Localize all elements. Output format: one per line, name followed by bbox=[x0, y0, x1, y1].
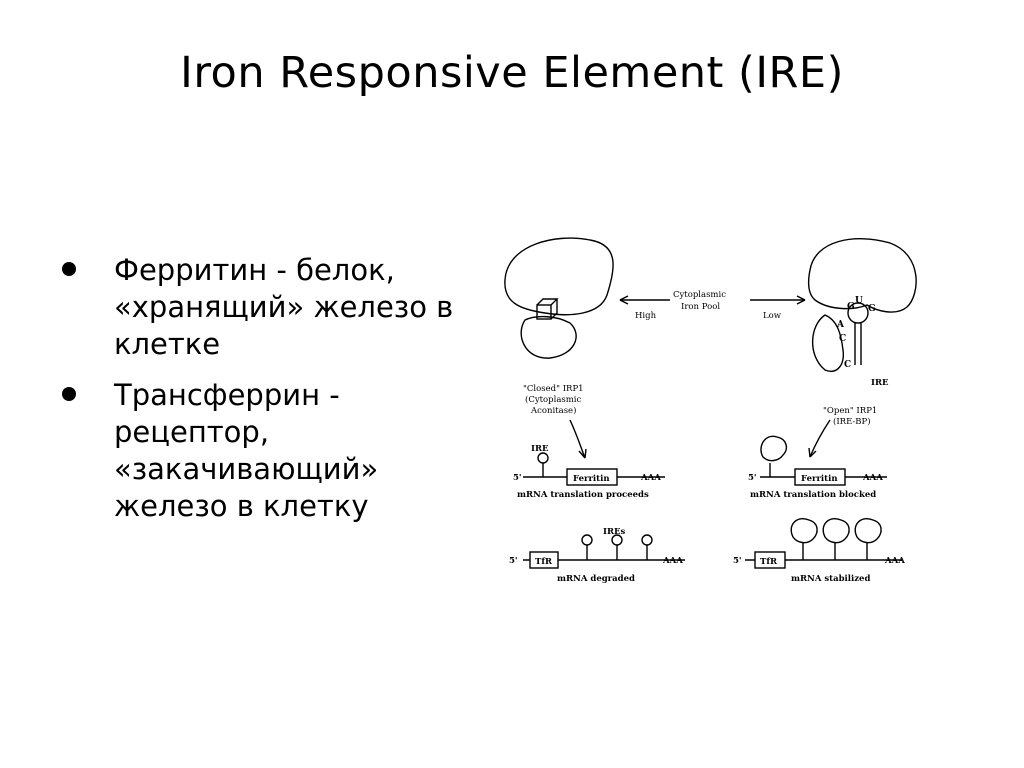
arrow-closed-down bbox=[569, 419, 586, 459]
nucleotide-c: C bbox=[839, 334, 846, 344]
open-irp1-shape bbox=[807, 238, 917, 313]
bullet-item: Ферритин - белок, «хранящий» железо в кл… bbox=[62, 252, 482, 363]
low-label: Low bbox=[763, 311, 782, 321]
open-irp1-label: "Open" IRP1 bbox=[823, 406, 877, 416]
ire-diagram: Cytoplasmic Iron Pool High Low G U G A C… bbox=[495, 225, 925, 590]
ferritin-label: Ferritin bbox=[573, 474, 610, 484]
five-prime-label: 5' bbox=[733, 556, 742, 566]
high-label: High bbox=[635, 311, 657, 321]
bullet-item: Трансферрин - рецептор, «закачивающий» ж… bbox=[62, 377, 482, 525]
iron-cube-icon bbox=[536, 304, 552, 320]
bullet-dot-icon bbox=[62, 262, 76, 276]
five-prime-label: 5' bbox=[748, 473, 757, 483]
ferritin-box-left bbox=[566, 468, 618, 486]
tfr-label: TfR bbox=[760, 557, 778, 567]
nucleotide-g: G bbox=[847, 302, 855, 312]
arrow-open-down bbox=[809, 419, 831, 458]
aaa-label: AAA bbox=[862, 473, 883, 483]
ire-diagram-svg: Cytoplasmic Iron Pool High Low G U G A C… bbox=[504, 237, 917, 584]
bound-irp1-shape bbox=[760, 435, 788, 462]
bullet-dot-icon bbox=[62, 387, 76, 401]
closed-irp1-label: "Closed" IRP1 bbox=[523, 384, 584, 394]
ire-label: IRE bbox=[531, 444, 549, 454]
slide-title: Iron Responsive Element (IRE) bbox=[180, 48, 844, 98]
closed-irp1-label: (Cytoplasmic bbox=[525, 394, 582, 405]
five-prime-label: 5' bbox=[513, 473, 522, 483]
nucleotide-c: C bbox=[844, 360, 851, 370]
pool-label: Iron Pool bbox=[681, 302, 720, 312]
open-irp1-lobe bbox=[811, 314, 844, 372]
nucleotide-g: G bbox=[868, 304, 876, 314]
tfr-box-left bbox=[529, 551, 559, 569]
bullet-list: Ферритин - белок, «хранящий» железо в кл… bbox=[62, 252, 482, 539]
aaa-label: AAA bbox=[640, 473, 661, 483]
nucleotide-a: A bbox=[836, 320, 845, 330]
translation-blocked-label: mRNA translation blocked bbox=[750, 490, 876, 500]
ferritin-label: Ferritin bbox=[801, 474, 838, 484]
ires-label: IREs bbox=[603, 527, 626, 537]
ire-stem-loop bbox=[854, 322, 862, 365]
bullet-text: Трансферрин - рецептор, «закачивающий» ж… bbox=[114, 378, 379, 523]
ire-label: IRE bbox=[871, 378, 889, 388]
closed-irp1-label: Aconitase) bbox=[530, 405, 576, 416]
translation-proceeds-label: mRNA translation proceeds bbox=[517, 490, 649, 500]
tfr-box-right bbox=[754, 551, 786, 569]
ferritin-box-right bbox=[794, 468, 846, 486]
degraded-label: mRNA degraded bbox=[557, 574, 635, 584]
tfr-label: TfR bbox=[535, 557, 553, 567]
stabilized-label: mRNA stabilized bbox=[791, 574, 870, 584]
closed-irp1-lobe bbox=[520, 315, 577, 359]
five-prime-label: 5' bbox=[509, 556, 518, 566]
open-irp1-label: (IRE-BP) bbox=[833, 416, 871, 427]
closed-irp1-shape bbox=[504, 237, 614, 316]
aaa-label: AAA bbox=[662, 556, 683, 566]
aaa-label: AAA bbox=[884, 556, 905, 566]
pool-label: Cytoplasmic bbox=[673, 290, 726, 300]
bullet-text: Ферритин - белок, «хранящий» железо в кл… bbox=[114, 253, 454, 361]
nucleotide-u: U bbox=[855, 296, 863, 306]
